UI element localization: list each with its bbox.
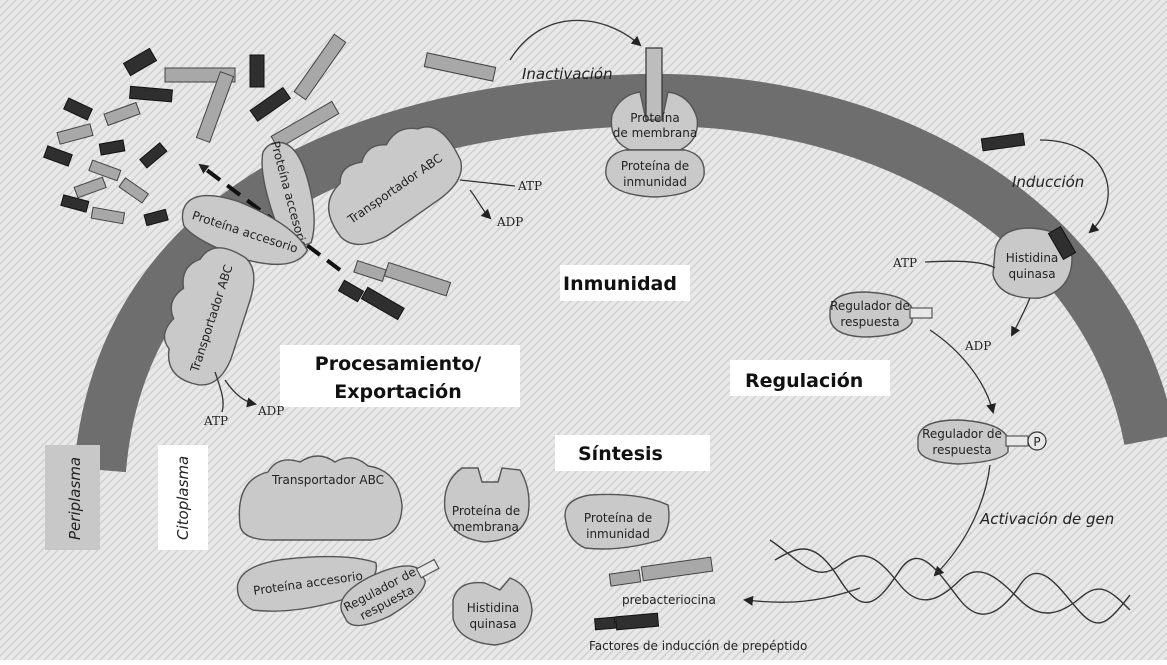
inactivacion-label: Inactivación <box>522 65 613 83</box>
histidina-label-1: Histidina <box>1006 251 1059 265</box>
proteina-membrana-label-2: de membrana <box>613 126 697 140</box>
proteina-membrana-label-1: Proteína <box>630 111 679 125</box>
atp-top: ATP <box>517 179 542 193</box>
factores-label: Factores de inducción de prepéptido <box>589 639 807 653</box>
regulador2-label-2: respuesta <box>932 443 991 457</box>
adp-bottom: ADP <box>257 404 284 418</box>
proteina-inmunidad-top <box>606 150 704 197</box>
proteina-inmunidad-label-2: inmunidad <box>623 175 687 189</box>
s-membrana-label-1: Proteína de <box>452 504 520 518</box>
prebacteriocina-label: prebacteriocina <box>622 593 716 607</box>
activacion-gen-label: Activación de gen <box>979 510 1114 528</box>
s-proteina-inmunidad: Proteína de inmunidad <box>565 494 669 549</box>
periplasma-label: Periplasma <box>66 457 84 540</box>
adp-right: ADP <box>964 339 991 353</box>
s-inmunidad-label-1: Proteína de <box>584 511 652 525</box>
regulador-1-tab <box>910 308 932 318</box>
induccion-label: Inducción <box>1012 173 1084 191</box>
s-membrana-label-2: membrana <box>453 520 519 534</box>
regulador-2-tab <box>1006 436 1028 446</box>
regulador2-label-1: Regulador de <box>922 427 1002 441</box>
proteina-inmunidad-label-1: Proteína de <box>621 159 689 173</box>
sintesis-heading: Síntesis <box>578 443 663 465</box>
regulador1-label-1: Regulador de <box>830 299 910 313</box>
s-transportador-label: Transportador ABC <box>271 473 384 487</box>
regulacion-heading: Regulación <box>745 370 863 392</box>
histidina-label-2: quinasa <box>1008 267 1055 281</box>
procesamiento-heading-2: Exportación <box>334 381 462 403</box>
inmunidad-heading: Inmunidad <box>563 273 677 295</box>
phosphate-label: P <box>1033 435 1040 449</box>
s-histidina-label-1: Histidina <box>467 601 520 615</box>
s-inmunidad-label-2: inmunidad <box>586 527 650 541</box>
regulador1-label-2: respuesta <box>840 315 899 329</box>
citoplasma-label: Citoplasma <box>174 456 192 540</box>
s-histidina-quinasa: Histidina quinasa <box>453 578 532 645</box>
procesamiento-heading-1: Procesamiento/ <box>315 353 481 375</box>
atp-bottom: ATP <box>203 414 228 428</box>
atp-right: ATP <box>892 256 917 270</box>
s-histidina-label-2: quinasa <box>469 617 516 631</box>
adp-top: ADP <box>496 215 523 229</box>
